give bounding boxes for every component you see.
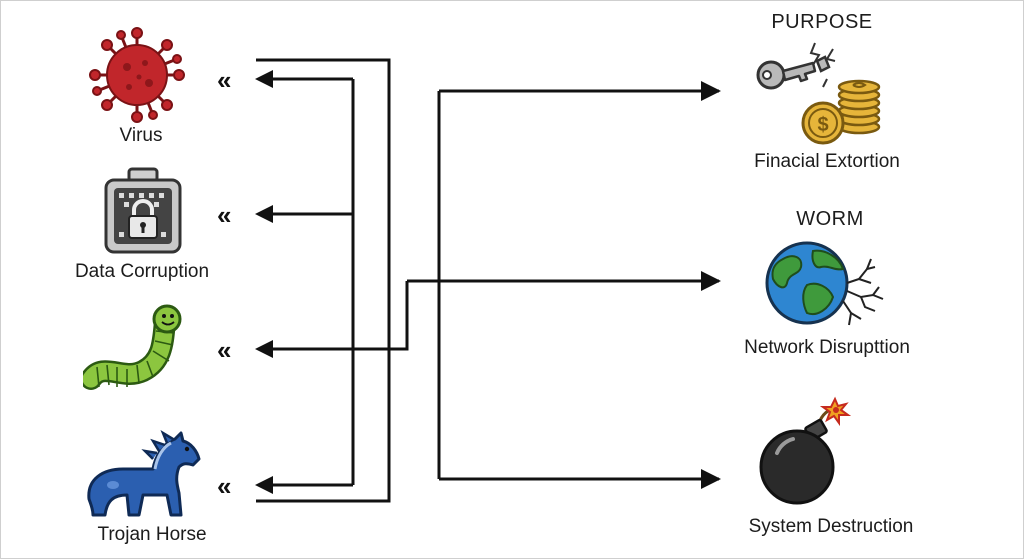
arrowhead-destruction <box>701 469 721 489</box>
worm-heading: WORM <box>796 208 864 230</box>
connector-outer-bracket <box>256 58 391 503</box>
cracked-globe-icon <box>765 241 884 326</box>
virus-icon <box>89 27 185 123</box>
key-and-coins-icon: $ <box>756 42 881 145</box>
data-corruption-label: Data Corruption <box>74 261 210 282</box>
arrowhead-virus <box>255 70 273 88</box>
arrowhead-data-corruption <box>255 205 273 223</box>
arrowhead-network <box>701 271 721 291</box>
system-destruction-label: System Destruction <box>748 516 914 537</box>
horse-icon <box>87 430 201 517</box>
virus-label: Virus <box>119 125 163 146</box>
network-disruption-label: Network Disrupttion <box>744 337 910 358</box>
svg-text:$: $ <box>817 114 828 136</box>
trojan-horse-label: Trojan Horse <box>97 524 207 545</box>
arrowhead-trojan <box>255 476 273 494</box>
arrowhead-purpose <box>701 81 721 101</box>
arrow-to-worm <box>259 281 409 351</box>
arrowhead-worm <box>255 340 273 358</box>
chevron-left-icon: « <box>217 471 232 501</box>
financial-extortion-label: Finacial Extortion <box>754 151 900 172</box>
chevron-left-icon: « <box>217 200 232 230</box>
bomb-icon <box>759 396 852 505</box>
locked-box-icon <box>104 167 182 254</box>
purpose-heading: PURPOSE <box>771 11 873 33</box>
worm-icon <box>83 304 182 390</box>
chevron-left-icon: « <box>217 335 232 365</box>
chevron-left-icon: « <box>217 65 232 95</box>
